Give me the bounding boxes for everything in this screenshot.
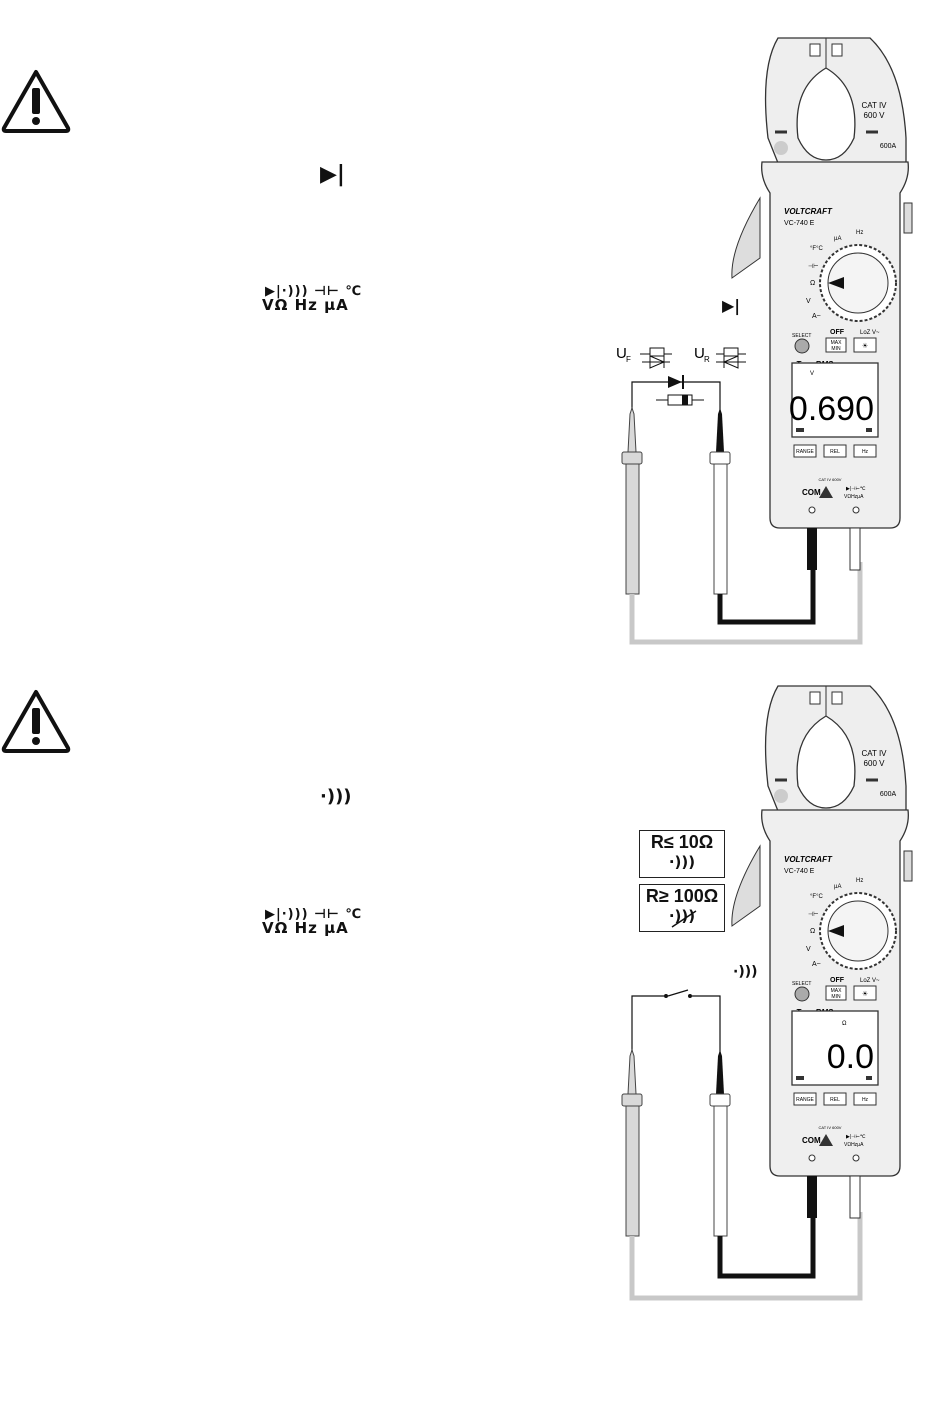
jack-cat: CAT IV 600V	[819, 477, 842, 482]
dial-hz: Hz	[856, 230, 863, 236]
reverse-sub: R	[704, 355, 710, 364]
test-leads-diode	[621, 375, 863, 645]
jack-cat: CAT IV 600V	[819, 1125, 842, 1130]
hz-label: Hz	[862, 449, 869, 455]
cat-line2: 600 V	[864, 111, 886, 120]
cat-line2: 600 V	[864, 759, 886, 768]
dial-v: V	[806, 946, 811, 953]
jack-symbols-top: ▶|·))) ⊣⊢ ℃	[265, 284, 363, 299]
continuity-bad-box: R≥ 100Ω ·)))	[639, 884, 725, 932]
dial-lozv: LoZ V~	[860, 330, 880, 336]
select-label: SELECT	[792, 333, 811, 339]
select-label: SELECT	[792, 981, 811, 987]
dial-ua: µA	[834, 884, 841, 890]
clamp-meter-2: CAT IV 600 V 600A VOLTCRAFT VC-740 E µA …	[731, 685, 913, 1219]
bad-box-line1: R≥ 100Ω	[645, 886, 719, 906]
dial-hz: Hz	[856, 878, 863, 884]
continuity-good-box: R≤ 10Ω ·)))	[639, 830, 725, 878]
warning-icon	[1, 690, 71, 753]
jack-right-1: ▶|⊣⊢℃	[846, 1133, 866, 1140]
model: VC-740 E	[784, 868, 815, 875]
dial-v: V	[806, 298, 811, 305]
lcd-value: 0.690	[789, 390, 874, 428]
display-unit: V	[810, 371, 814, 377]
maxmin-2: MIN	[831, 994, 841, 1000]
dial-a: A~	[812, 961, 821, 968]
light-label: ☀	[862, 990, 868, 998]
reverse-label: U	[694, 345, 705, 362]
diode-bias-diagram: U F U R	[616, 345, 746, 369]
dial-cap: ⊣⊢	[808, 263, 818, 270]
maxmin-2: MIN	[831, 346, 841, 352]
dial-temp: °F°C	[810, 246, 823, 252]
good-box-line1: R≤ 10Ω	[650, 832, 714, 852]
range-label: RANGE	[796, 1097, 814, 1103]
dial-ua: µA	[834, 236, 841, 242]
clamp-meter-1: CAT IV 600 V 600A VOLTCRAFT VC-740 E µA …	[731, 37, 913, 571]
lcd-value: 0.0	[827, 1038, 874, 1076]
maxmin-1: MAX	[831, 988, 843, 994]
test-leads-switch	[621, 989, 863, 1301]
dial-temp: °F°C	[810, 894, 823, 900]
rel-label: REL	[830, 449, 840, 455]
com-label: COM	[802, 488, 821, 497]
dial-diode-icon: ▶|	[722, 296, 741, 315]
dial-cap: ⊣⊢	[808, 911, 818, 918]
dial-a: A~	[812, 313, 821, 320]
brand: VOLTCRAFT	[784, 855, 833, 864]
dial-off: OFF	[830, 977, 845, 984]
jack-symbols-bottom: VΩ Hz µA	[262, 919, 349, 937]
com-label: COM	[802, 1136, 821, 1145]
strike-icon	[671, 910, 697, 928]
light-label: ☀	[862, 342, 868, 350]
warning-icon	[1, 70, 71, 133]
range-label: RANGE	[796, 449, 814, 455]
cat-line1: CAT IV	[861, 101, 887, 110]
display-unit: Ω	[842, 1021, 847, 1027]
rating: 600A	[880, 791, 897, 798]
dial-ohm: Ω	[810, 928, 815, 935]
diode-icon: ▶|	[320, 162, 345, 187]
jack-symbols-top: ▶|·))) ⊣⊢ ℃	[265, 907, 363, 922]
jack-right-2: VΩHzµA	[844, 494, 864, 500]
rating: 600A	[880, 143, 897, 150]
hz-label: Hz	[862, 1097, 869, 1103]
rel-label: REL	[830, 1097, 840, 1103]
dial-lozv: LoZ V~	[860, 978, 880, 984]
dial-ohm: Ω	[810, 280, 815, 287]
jack-right-1: ▶|⊣⊢℃	[846, 485, 866, 492]
cat-line1: CAT IV	[861, 749, 887, 758]
bad-box-line2: ·)))	[668, 907, 696, 925]
maxmin-1: MAX	[831, 340, 843, 346]
jack-right-2: VΩHzµA	[844, 1142, 864, 1148]
forward-label: U	[616, 345, 627, 362]
jack-symbols-bottom: VΩ Hz µA	[262, 296, 349, 314]
good-box-line2: ·)))	[668, 853, 696, 871]
forward-sub: F	[626, 355, 631, 364]
brand: VOLTCRAFT	[784, 207, 833, 216]
dial-continuity-icon: ·)))	[733, 964, 758, 980]
dial-off: OFF	[830, 329, 845, 336]
model: VC-740 E	[784, 220, 815, 227]
continuity-icon: ·)))	[320, 786, 352, 807]
